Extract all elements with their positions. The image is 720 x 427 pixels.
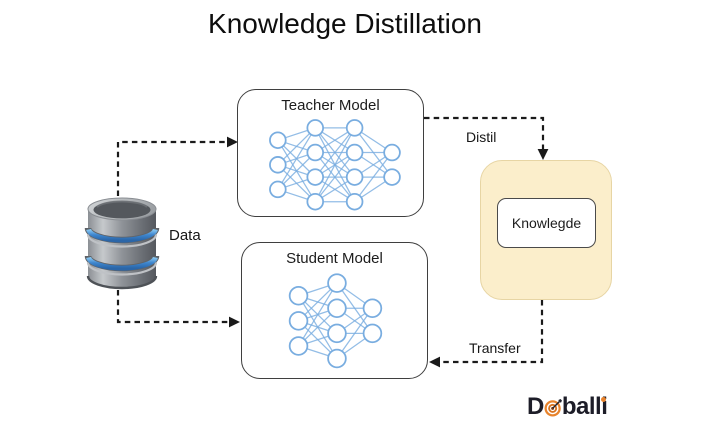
logo-text-prefix: D bbox=[527, 393, 544, 420]
data-label: Data bbox=[169, 227, 201, 244]
logo-text-suffix-wrap: balli bbox=[562, 395, 608, 419]
arrowhead-to-student-icon bbox=[229, 316, 240, 328]
database-icon bbox=[84, 197, 160, 290]
edge-label-transfer: Transfer bbox=[469, 340, 521, 356]
page-title: Knowledge Distillation bbox=[208, 8, 482, 39]
arrow-data-to-student bbox=[116, 290, 232, 324]
teacher-model-label: Teacher Model bbox=[281, 97, 380, 114]
teacher-network-icon bbox=[269, 119, 401, 211]
logo-i-dot-icon bbox=[601, 396, 607, 402]
bullseye-dart-icon bbox=[544, 399, 562, 417]
teacher-model-box: Teacher Model bbox=[237, 89, 424, 217]
arrow-data-to-teacher bbox=[116, 140, 230, 196]
edge-label-distil: Distil bbox=[466, 129, 497, 145]
logo: D balli bbox=[527, 393, 608, 420]
knowledge-container: Knowlegde bbox=[480, 160, 612, 300]
student-model-box: Student Model bbox=[241, 242, 428, 379]
student-network-icon bbox=[288, 273, 383, 369]
logo-text-suffix: balli bbox=[561, 393, 608, 420]
arrowhead-to-knowledge-icon bbox=[537, 149, 549, 160]
knowledge-label: Knowlegde bbox=[511, 215, 582, 231]
student-model-label: Student Model bbox=[286, 250, 383, 267]
arrowhead-transfer-icon bbox=[429, 356, 440, 368]
knowledge-box: Knowlegde bbox=[497, 198, 596, 248]
